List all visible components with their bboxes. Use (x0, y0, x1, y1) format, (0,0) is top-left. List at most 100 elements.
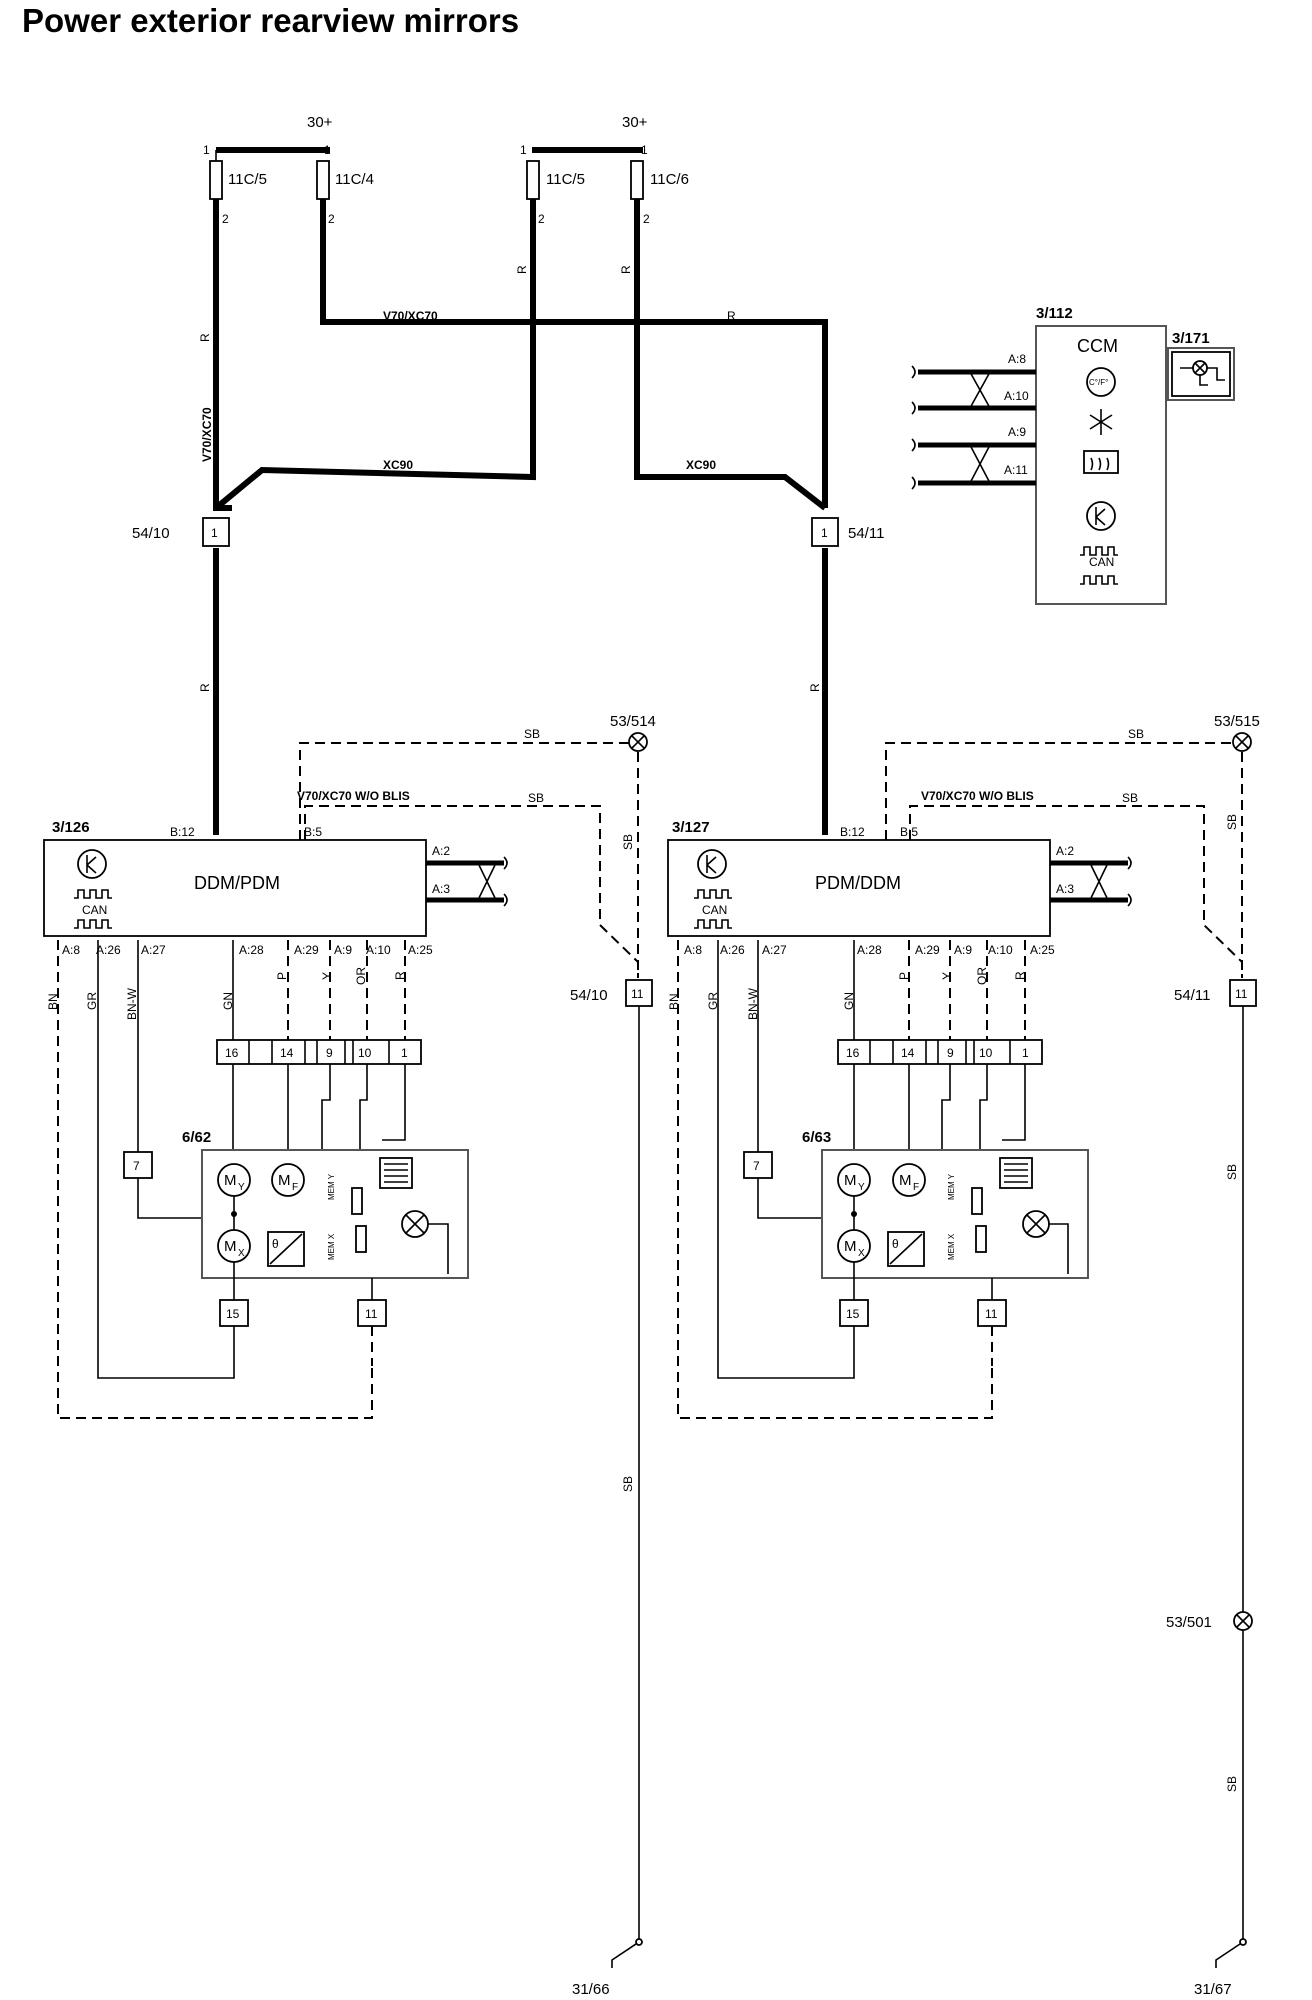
left-ground-wires: SB 11 54/10 SB (299, 742, 653, 1942)
fuse-11c5-left: 1 2 11C/5 (203, 143, 267, 226)
wire-label: SB (1225, 1776, 1239, 1792)
memory-potentiometer-x (975, 1225, 987, 1253)
ccm-id: 3/112 (1036, 305, 1073, 322)
ground-53-501: 53/501 (1166, 1611, 1253, 1631)
ccm-pin: A:9 (1008, 425, 1026, 439)
can-bus-icon: CAN (1080, 546, 1118, 585)
connector-pin: 11 (631, 987, 644, 1001)
wire-label: SB (528, 791, 544, 805)
motor-label: M (899, 1172, 912, 1189)
connector-id: 54/11 (848, 525, 884, 542)
connector-id: 54/10 (132, 525, 170, 542)
ground-label: 53/515 (1214, 713, 1260, 730)
fuse-11c5-right: 1 2 11C/5 (520, 143, 585, 226)
fuse-pin: 1 (520, 143, 527, 157)
module-pin: A:2 (1056, 844, 1074, 858)
module-pin: B:12 (170, 825, 195, 839)
wire-label: XC90 (383, 458, 413, 472)
ccm-module: 3/112 CCM C°/F° CAN A:8 A:10 A: (911, 305, 1235, 605)
ccm-label: CCM (1077, 336, 1118, 356)
earth-31-66: 31/66 (572, 1938, 643, 1998)
sensor-label: θ (272, 1237, 279, 1251)
wire-label: R (198, 683, 212, 692)
module-pin: A:27 (141, 943, 166, 957)
module-pin: A:3 (432, 882, 450, 896)
fuse-symbol (630, 160, 644, 200)
module-pin: B:12 (840, 825, 865, 839)
wire-color-label: OR (975, 967, 989, 985)
wire-color-label: BN (46, 993, 60, 1010)
fuse-pin: 1 (203, 143, 210, 157)
motor-label: M (224, 1172, 237, 1189)
motor-label: M (278, 1172, 291, 1189)
fuse-symbol (209, 160, 223, 200)
connector-pin: 16 (225, 1046, 239, 1060)
wire-label: SB (524, 727, 540, 741)
temperature-icon (1086, 367, 1116, 397)
power-wires (213, 199, 828, 835)
wire-label: XC90 (686, 458, 716, 472)
wire-color-label: P (897, 972, 911, 980)
memory-pot-label: MEM X (327, 1233, 336, 1260)
motor-label: M (224, 1238, 237, 1255)
ground-label: 53/501 (1166, 1614, 1212, 1631)
connector-pin: 10 (979, 1046, 993, 1060)
ground-label: 31/66 (572, 1981, 610, 1998)
can-bus-icon (694, 889, 732, 899)
wire-label: SB (1225, 1164, 1239, 1180)
fuse-label: 11C/5 (228, 171, 267, 188)
motor-label: Y (858, 1182, 865, 1193)
module-pin: A:28 (857, 943, 882, 957)
motor-fold-icon (271, 1163, 305, 1197)
motor-label: M (844, 1172, 857, 1189)
memory-pot-label: MEM X (947, 1233, 956, 1260)
wire-color-label: GN (842, 992, 856, 1010)
memory-pot-label: MEM Y (947, 1173, 956, 1200)
connector-pin: 9 (326, 1046, 333, 1060)
mirror-id: 6/62 (182, 1129, 211, 1146)
fuse-label: 11C/6 (650, 171, 689, 188)
ground-label: 31/67 (1194, 1981, 1232, 1998)
right-mirror-wiring: BN GR BN-W GN P Y OR R 7 16 14 9 10 (667, 940, 1089, 1419)
snowflake-icon (1089, 409, 1113, 435)
fuse-label: 11C/4 (335, 171, 374, 188)
wire-label: R (808, 683, 822, 692)
memory-potentiometer-y (971, 1187, 983, 1215)
module-id: 3/126 (52, 819, 90, 836)
mirror-id: 6/63 (802, 1129, 831, 1146)
control-unit-icon (77, 849, 107, 879)
connector-pin: 7 (133, 1159, 140, 1173)
connector-pin: 10 (358, 1046, 372, 1060)
fuse-symbol (526, 160, 540, 200)
mirror-heater-icon (999, 1157, 1033, 1189)
wire-color-label: GN (221, 992, 235, 1010)
wire-label: R (198, 333, 212, 342)
wire-label: SB (621, 834, 635, 850)
connector-id: 54/11 (1174, 987, 1210, 1004)
connector-pin: 1 (821, 526, 828, 540)
can-label: CAN (1089, 555, 1114, 569)
module-pin: A:29 (915, 943, 940, 957)
can-bus-icon (74, 889, 112, 899)
wire-color-label: GR (706, 992, 720, 1010)
sensor-3-171: 3/171 (1167, 330, 1235, 401)
fuse-11c4: 1 2 11C/4 (316, 143, 374, 226)
fuse-symbol (316, 160, 330, 200)
motor-label: F (292, 1182, 298, 1193)
wire-color-label: BN-W (125, 987, 139, 1020)
module-name: DDM/PDM (194, 873, 280, 893)
control-unit-icon (697, 849, 727, 879)
mirror-connector (216, 1039, 422, 1065)
wire-label: R (515, 265, 529, 274)
connector-pin: 11 (985, 1307, 998, 1321)
ground-label: 53/514 (610, 713, 656, 730)
wire-color-label: Y (940, 972, 954, 980)
ccm-can-twisted-pairs (911, 365, 1036, 490)
temperature-icon-label: C°/F° (1089, 378, 1108, 387)
module-pin: B:5 (304, 825, 322, 839)
supply-label-left: 30+ (307, 114, 333, 131)
module-pin: A:2 (432, 844, 450, 858)
fuse-pin: 2 (643, 212, 650, 226)
wire-label: SB (1128, 727, 1144, 741)
